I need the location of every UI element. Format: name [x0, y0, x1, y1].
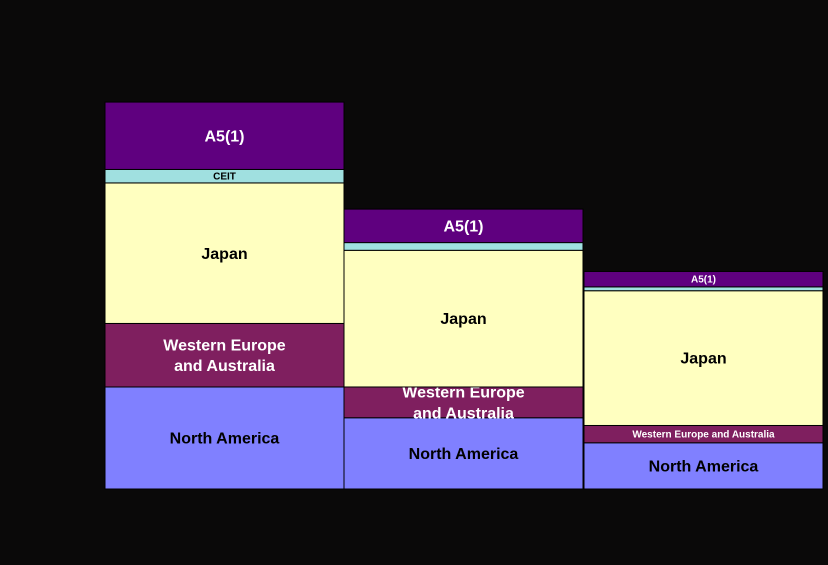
bar-segment-north-america-1 — [104, 386, 345, 490]
segment-label-north-america-3: North America — [649, 459, 759, 476]
segment-label-a5-1-1: A5(1) — [204, 128, 244, 145]
segment-label-north-america-2: North America — [409, 446, 519, 463]
bar-segment-a5-1-3 — [583, 270, 824, 288]
segment-label-japan-2: Japan — [440, 311, 486, 328]
bar-segment-japan-2 — [343, 249, 584, 388]
segment-label-north-america-1: North America — [170, 431, 280, 448]
segment-label-japan-1: Japan — [201, 246, 247, 263]
bar-segment-japan-3 — [583, 290, 824, 426]
bar-segment-a5-1-1 — [104, 101, 345, 170]
bar-segment-western-europe-and-australia-2 — [343, 386, 584, 419]
bar-segment-north-america-2 — [343, 417, 584, 490]
bar-segment-ceit-3 — [583, 286, 824, 292]
segment-label-a5-1-3: A5(1) — [691, 275, 716, 286]
segment-label-japan-3: Japan — [680, 351, 726, 368]
bar-segment-a5-1-2 — [343, 208, 584, 244]
bar-segment-western-europe-and-australia-1 — [104, 322, 345, 388]
segment-label-western-europe-and-australia-3: Western Europe and Australia — [632, 430, 775, 441]
bar-segment-ceit-2 — [343, 242, 584, 251]
bar-segment-north-america-3 — [583, 442, 824, 490]
segment-label-ceit-1: CEIT — [213, 172, 236, 183]
segment-label-a5-1-2: A5(1) — [443, 218, 483, 235]
